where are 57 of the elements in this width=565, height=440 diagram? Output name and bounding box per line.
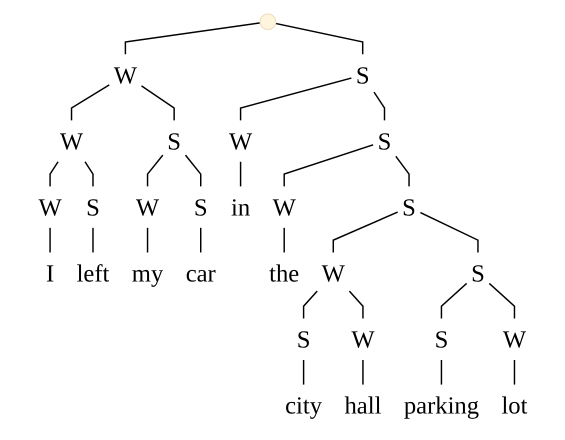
connector <box>488 282 515 319</box>
connector <box>440 282 467 319</box>
node-text: S <box>434 325 448 354</box>
node-text: hall <box>344 391 381 420</box>
node-text: I <box>45 259 54 288</box>
connector <box>146 228 148 252</box>
node-text: left <box>76 259 109 288</box>
connector <box>146 154 163 186</box>
connector <box>302 290 318 319</box>
connector <box>420 212 478 252</box>
node-text: W <box>502 325 526 354</box>
node-text: W <box>59 127 83 156</box>
connector <box>513 360 515 385</box>
node-text: S <box>86 193 100 222</box>
node-text: my <box>131 259 163 288</box>
node-text: S <box>402 193 416 222</box>
connector <box>140 85 174 120</box>
connector <box>362 360 364 385</box>
node-text: parking <box>403 391 479 420</box>
node-text: in <box>230 193 250 222</box>
connector <box>124 22 260 54</box>
connector <box>332 211 398 252</box>
connector <box>372 92 385 120</box>
connector <box>70 84 110 120</box>
connector <box>348 290 364 319</box>
connector <box>239 77 352 120</box>
node-text: car <box>185 259 216 288</box>
node-text: W <box>350 325 374 354</box>
node-text: S <box>193 193 208 222</box>
node-text: city <box>284 391 322 420</box>
node-text: W <box>113 60 137 89</box>
node-text: S <box>470 259 484 288</box>
node-point <box>259 13 276 30</box>
connector <box>302 360 304 385</box>
connector <box>92 228 94 252</box>
node-text: the <box>268 259 299 288</box>
connector <box>48 228 50 252</box>
node-text: S <box>355 60 370 89</box>
connector <box>283 228 284 252</box>
node-text: S <box>166 127 181 156</box>
connector <box>394 156 410 186</box>
node-text: W <box>272 193 296 222</box>
node-text: lot <box>500 391 528 420</box>
node-text: S <box>377 127 391 156</box>
connector <box>48 161 58 186</box>
node-text: W <box>228 127 252 156</box>
connector <box>274 22 363 54</box>
connector <box>184 154 201 186</box>
node-text: W <box>135 193 159 222</box>
connector <box>283 144 373 186</box>
connector <box>200 228 201 252</box>
node-text: S <box>296 325 310 354</box>
node-text: W <box>38 193 62 222</box>
connector <box>440 360 442 385</box>
connector <box>84 161 94 186</box>
connector <box>239 162 241 186</box>
node-text: W <box>321 259 344 288</box>
